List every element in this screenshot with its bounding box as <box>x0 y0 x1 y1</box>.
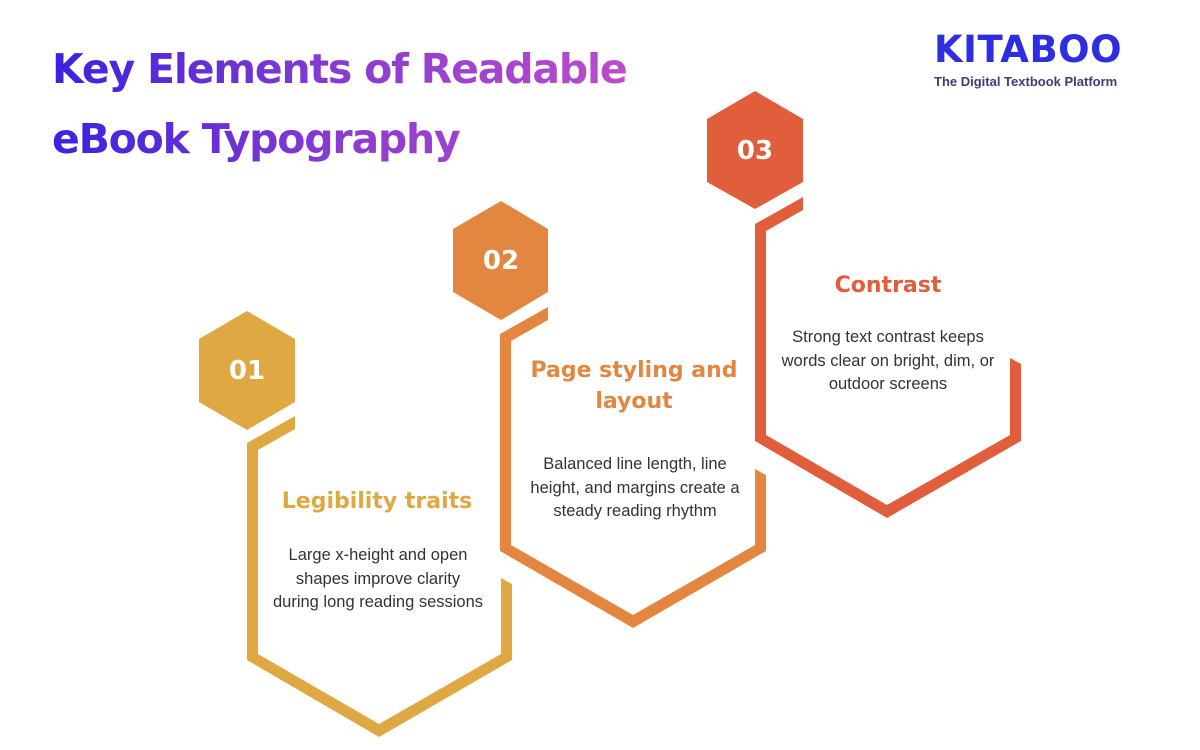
logo-wordmark: KITABOO <box>934 28 1123 71</box>
step-3-body: Strong text contrast keeps words clear o… <box>781 328 995 393</box>
kitaboo-logo: KITABOO The Digital Textbook Platform <box>934 30 1144 90</box>
step-1-heading: Legibility traits <box>281 489 473 514</box>
step-3-hexagon-icon <box>707 91 803 209</box>
step-2-number: 02 <box>482 246 520 276</box>
step-2-body: Balanced line length, line height, and m… <box>530 455 740 520</box>
step-2-heading: Page styling and layout <box>530 358 738 414</box>
step-2-hexagon-icon <box>453 201 548 320</box>
step-3-heading: Contrast <box>834 273 942 298</box>
step-1-body: Large x-height and open shapes improve c… <box>272 546 484 611</box>
step-3-number: 03 <box>736 136 774 166</box>
logo-tagline: The Digital Textbook Platform <box>934 74 1118 89</box>
step-1-number: 01 <box>228 356 266 386</box>
step-1-hexagon-icon <box>199 311 295 430</box>
